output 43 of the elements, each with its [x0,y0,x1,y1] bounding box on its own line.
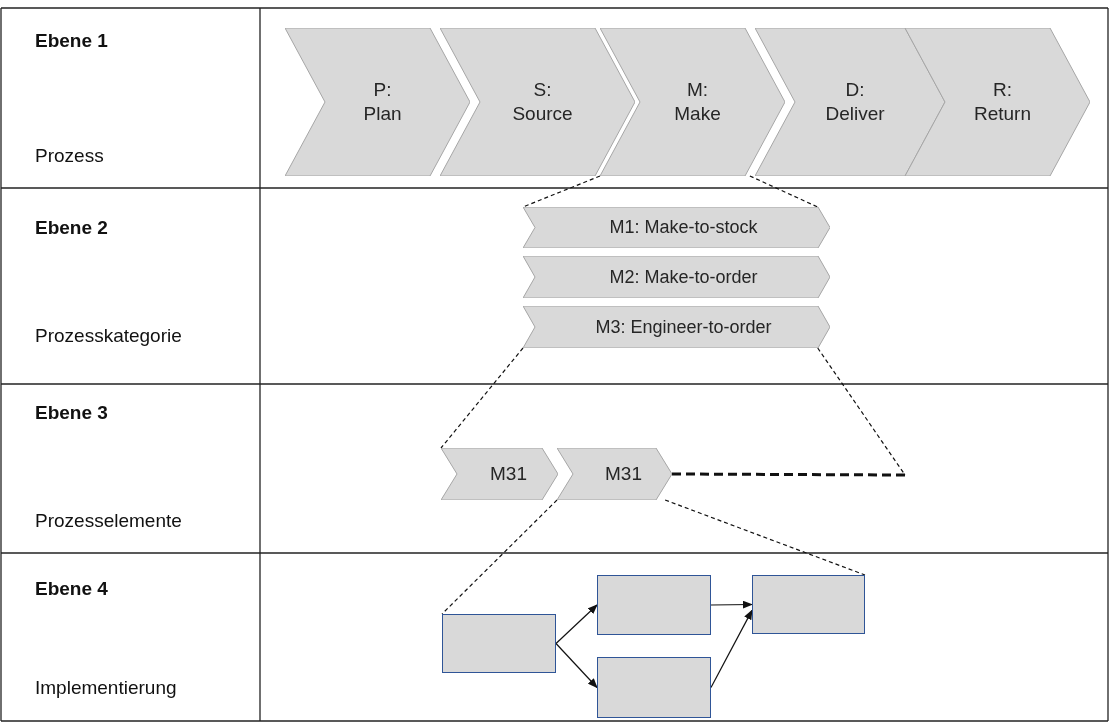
chevron-shape [600,28,785,176]
dashed-line [664,499,866,576]
chevron-shape [755,28,945,176]
dashed-line [749,175,819,208]
level-name: Prozess [35,145,104,167]
level-name: Prozesselemente [35,510,182,532]
level-name: Implementierung [35,677,177,699]
chevron-label: M3: Engineer-to-order [594,315,772,339]
level-heading: Ebene 1 [35,30,108,52]
process-box [442,614,556,673]
chevron-label: M31 [604,462,642,486]
chevron-shape [557,448,672,500]
arrow [710,600,753,609]
process-box [752,575,865,634]
dashed-line [440,347,524,449]
level-name: Prozesskategorie [35,325,182,347]
chevron-label: M1: Make-to-stock [608,216,758,239]
level-heading: Ebene 4 [35,578,108,600]
chevron-label: S: Source [511,78,573,126]
chevron-label: D: Deliver [824,78,885,126]
process-box [597,657,711,718]
chevron-label: M2: Make-to-order [608,265,758,289]
level-heading: Ebene 3 [35,402,108,424]
chevron-label: M: Make [673,78,721,126]
process-box [597,575,711,635]
chevron-label: M31 [489,462,527,486]
chevron-label: R: Return [973,78,1031,126]
chevron-shape [285,28,470,176]
dashed-line [817,347,906,476]
chevron-shape [440,28,635,176]
dashed-line [522,175,601,208]
chevron-label: P: Plan [362,78,402,126]
arrow [555,604,598,645]
arrow [710,609,753,689]
chevron-shape [523,256,830,298]
level-heading: Ebene 2 [35,217,108,239]
chevron-shape [523,306,830,348]
arrow [555,642,598,689]
chevron-shape [441,448,558,500]
dashed-line [441,499,558,615]
chevron-shape [523,207,830,248]
chevron-shape [905,28,1090,176]
dashed-line [672,472,905,477]
